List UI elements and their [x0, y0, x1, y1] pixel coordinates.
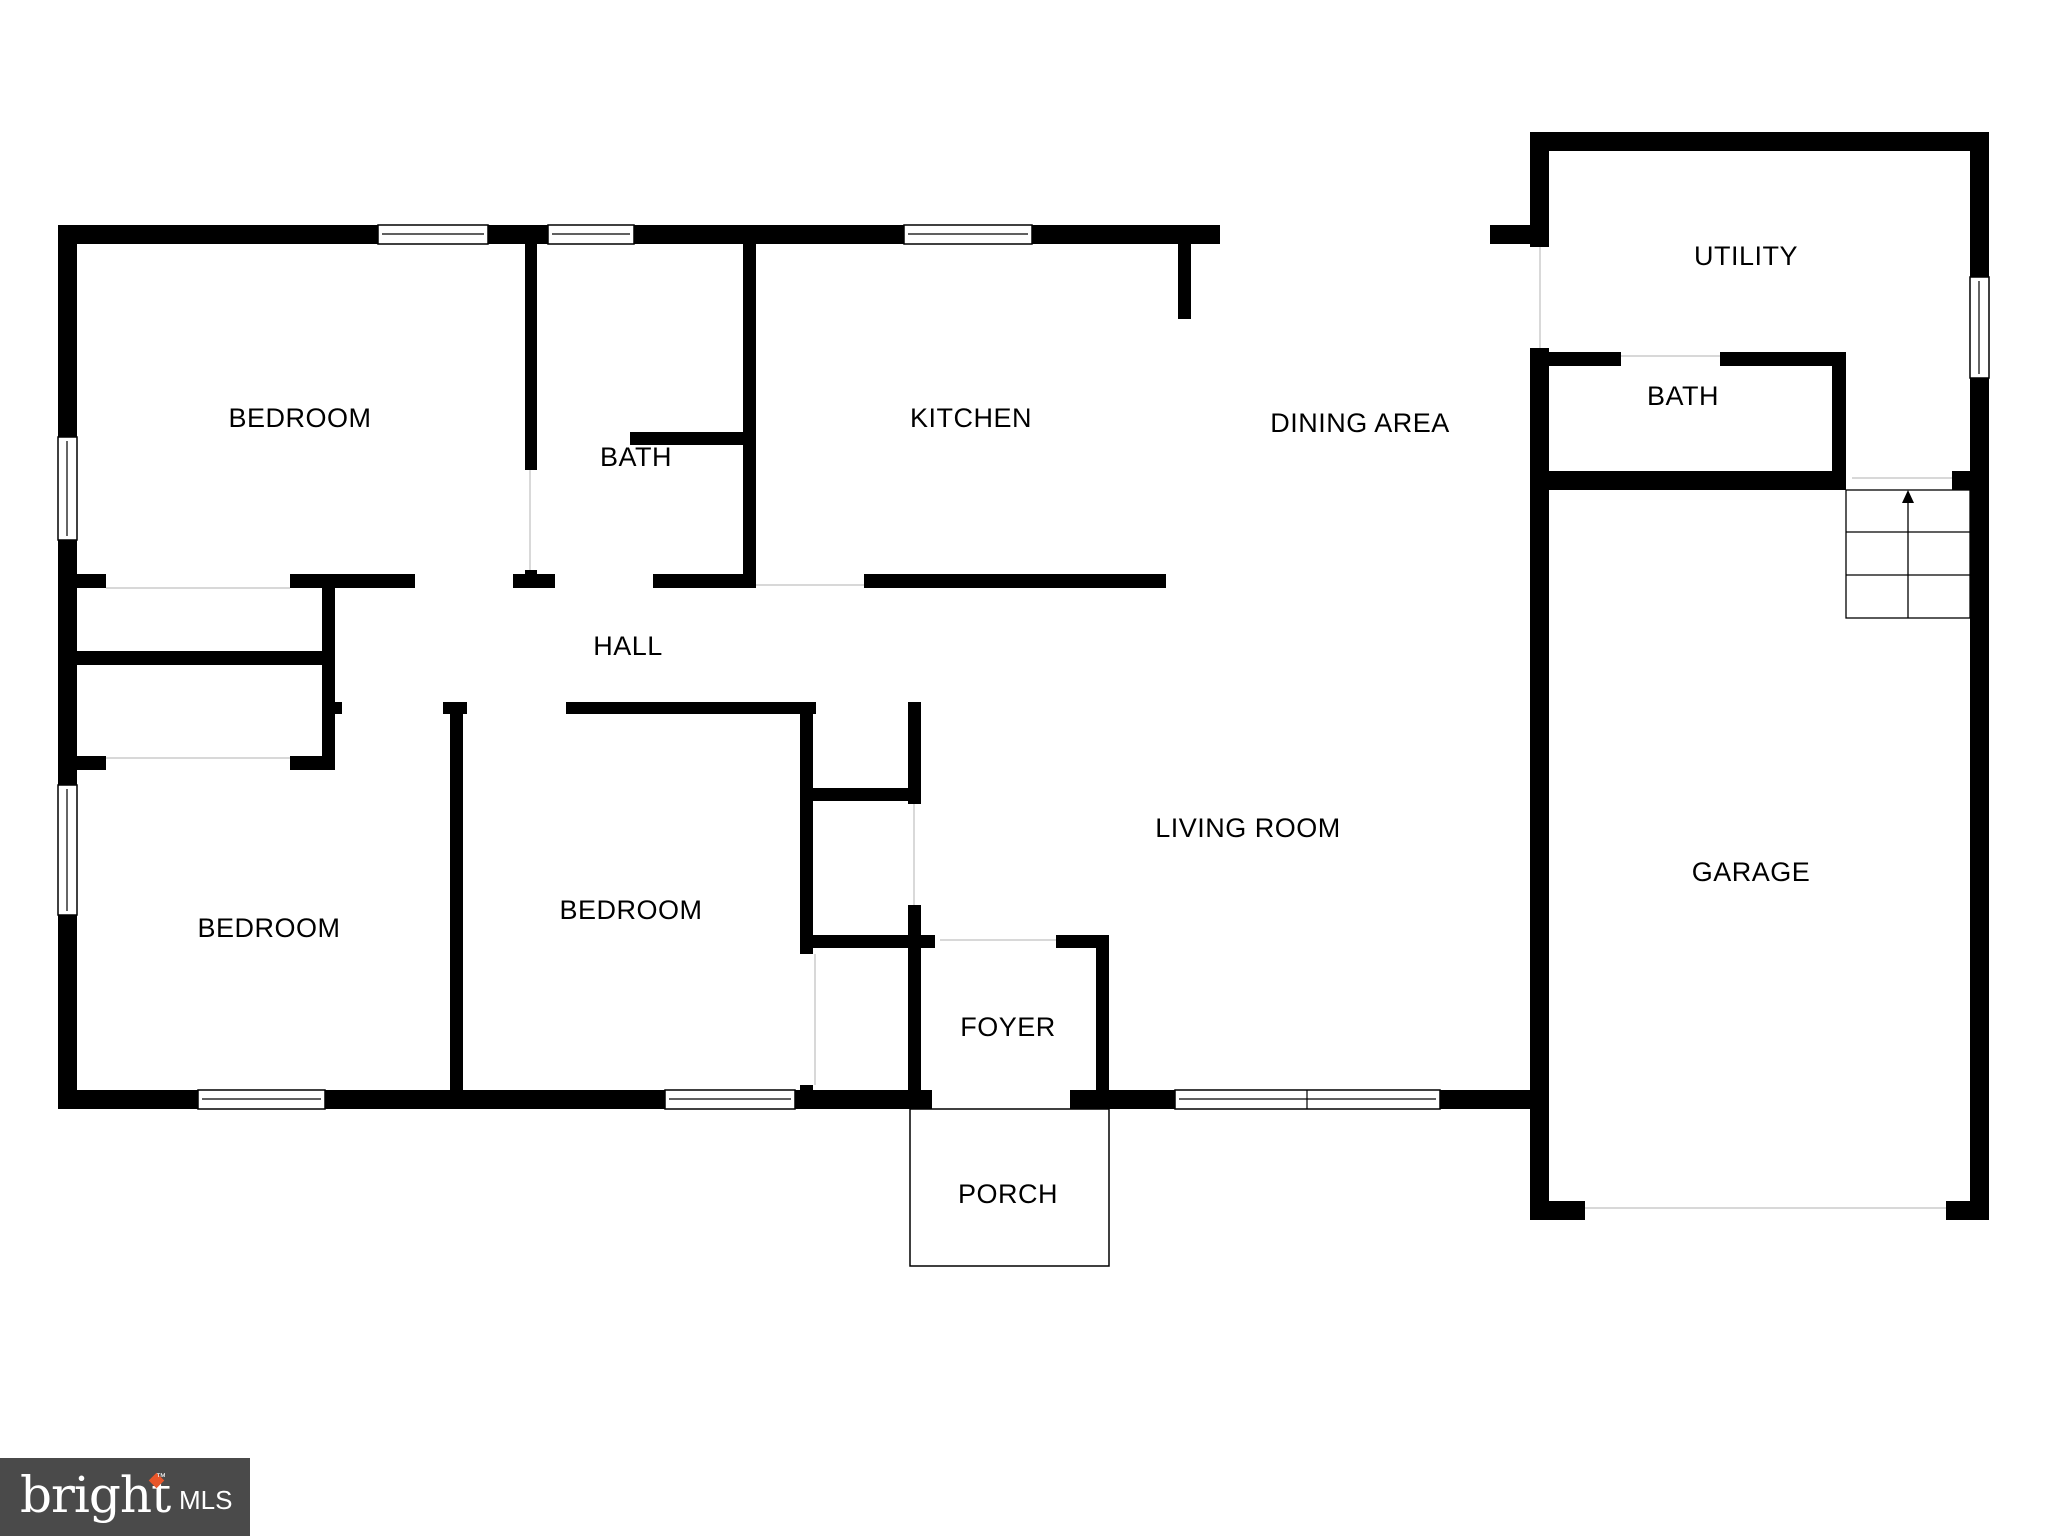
- label-bedroom-2: BEDROOM: [197, 913, 340, 943]
- logo-word: bright: [20, 1466, 171, 1524]
- wall-top-left: [58, 225, 378, 244]
- wall-garage-left-bot: [1530, 348, 1549, 1220]
- wall-hall-top-3: [513, 574, 555, 588]
- wall-garage-bot-r: [1946, 1201, 1989, 1220]
- wall-bot-1: [58, 1090, 198, 1109]
- wall-bath2-top-l: [1549, 352, 1621, 366]
- wall-top-right: [1032, 225, 1220, 244]
- label-bedroom-3: BEDROOM: [559, 895, 702, 925]
- wall-bed2-bed3: [450, 702, 463, 1102]
- wall-foyer-top: [1056, 935, 1109, 948]
- window-panes: [66, 233, 1980, 1109]
- wall-hall-bot-3: [566, 702, 816, 714]
- wall-garage-right-bot: [1970, 378, 1989, 1220]
- wall-bot-2: [325, 1090, 665, 1109]
- wall-closet3-left-low: [800, 1085, 813, 1100]
- wall-bath-kitchen: [743, 225, 756, 585]
- wall-top-mid: [488, 225, 548, 244]
- wall-hall-top-2: [290, 574, 415, 588]
- label-garage: GARAGE: [1692, 857, 1811, 887]
- logo-trademark: ™: [156, 1472, 166, 1483]
- windows: [57, 224, 1990, 1110]
- label-foyer: FOYER: [960, 1012, 1056, 1042]
- stair-arrow-icon: [1902, 490, 1914, 503]
- wall-kitchen-stub: [1178, 225, 1191, 319]
- wall-hall-bot-1: [322, 702, 342, 714]
- wall-closet-mid: [58, 651, 335, 665]
- door-openings: [106, 247, 1952, 1209]
- logo-suffix: MLS: [179, 1485, 233, 1515]
- wall-bath2-top-r: [1720, 352, 1845, 366]
- wall-closet3-left: [800, 702, 813, 954]
- wall-garage-left-top: [1530, 132, 1549, 247]
- wall-left-bot: [58, 915, 77, 1108]
- wall-hall-top-4: [653, 574, 756, 588]
- wall-top-mid2: [634, 225, 904, 244]
- wall-closet3-right-bot: [908, 905, 921, 1109]
- room-labels: BEDROOM BATH KITCHEN DINING AREA UTILITY…: [197, 241, 1811, 1209]
- wall-bed-bath: [525, 225, 537, 470]
- porch-outline: [909, 1108, 1110, 1267]
- wall-left-top: [58, 225, 77, 437]
- wall-top-stub: [1490, 225, 1530, 244]
- label-bath-2: BATH: [1647, 381, 1719, 411]
- wall-bot-4: [1070, 1090, 1175, 1109]
- wall-closet3-shelf1: [800, 788, 921, 801]
- walls: [58, 132, 1989, 1220]
- wall-bot-5: [1440, 1090, 1532, 1109]
- wall-bath2-right: [1832, 352, 1846, 477]
- wall-bot-3: [795, 1090, 932, 1109]
- label-kitchen: KITCHEN: [910, 403, 1032, 433]
- wall-closet-bot-1: [58, 756, 106, 770]
- label-utility: UTILITY: [1694, 241, 1798, 271]
- wall-hall-top-5: [864, 574, 1166, 588]
- wall-stair-top-r: [1952, 471, 1972, 490]
- wall-foyer-right: [1096, 935, 1109, 1109]
- wall-bath-stub: [630, 432, 750, 445]
- label-bath-1: BATH: [600, 442, 672, 472]
- bright-mls-logo: bright ™ MLS: [0, 1458, 250, 1536]
- label-hall: HALL: [593, 631, 663, 661]
- wall-closet3-shelf2: [800, 935, 935, 948]
- wall-garage-top: [1530, 132, 1989, 151]
- stairs: [1845, 489, 1971, 619]
- label-dining-area: DINING AREA: [1270, 408, 1450, 438]
- wall-closet3-right-top: [908, 702, 921, 804]
- wall-garage-bot-l: [1530, 1201, 1585, 1220]
- wall-bath2-bot: [1549, 471, 1846, 490]
- wall-hall-top-1: [58, 574, 106, 588]
- label-living-room: LIVING ROOM: [1155, 813, 1341, 843]
- label-bedroom-1: BEDROOM: [228, 403, 371, 433]
- wall-closet-bot-2: [290, 756, 335, 770]
- wall-closet-v: [322, 588, 335, 770]
- label-porch: PORCH: [958, 1179, 1058, 1209]
- wall-garage-right-top: [1970, 132, 1989, 277]
